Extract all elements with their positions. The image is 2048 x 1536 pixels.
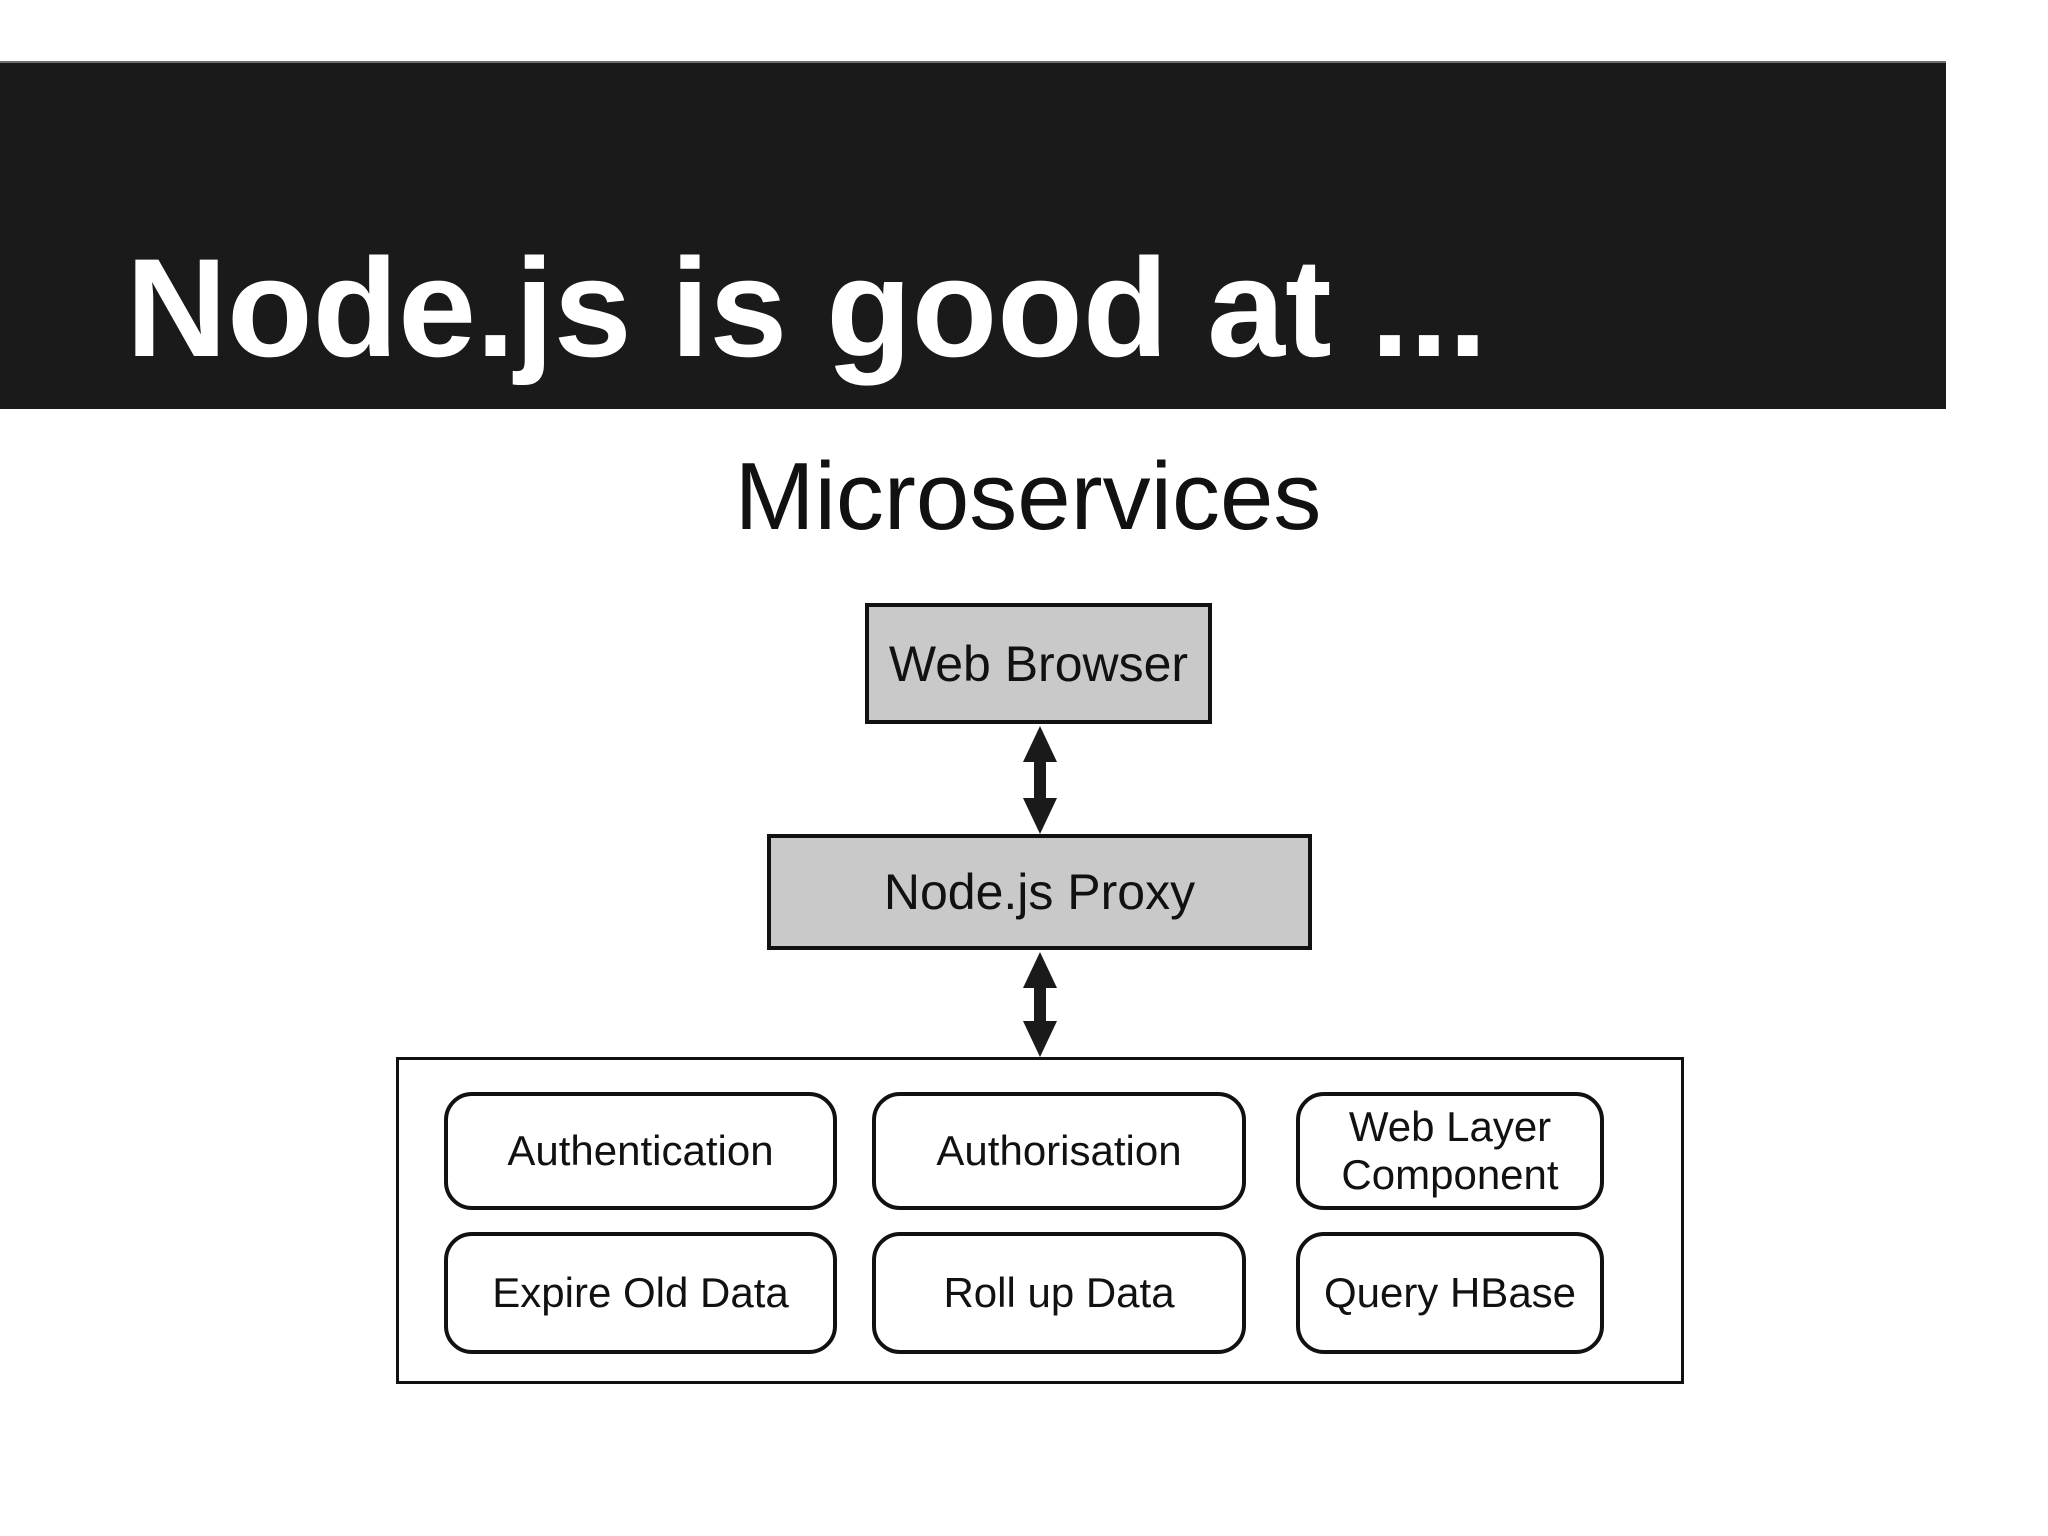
service-query-hbase: Query HBase (1296, 1232, 1604, 1354)
service-label: Expire Old Data (492, 1268, 789, 1316)
service-label: Query HBase (1323, 1268, 1577, 1316)
service-label: Roll up Data (943, 1268, 1175, 1316)
service-label: Web Layer Component (1341, 1102, 1559, 1198)
service-label: Authentication (507, 1126, 774, 1174)
service-web-layer-component: Web Layer Component (1296, 1092, 1604, 1210)
web-browser-label: Web Browser (888, 635, 1189, 692)
slide-subtitle: Microservices (734, 443, 1322, 550)
nodejs-proxy-label: Node.js Proxy (883, 864, 1196, 920)
microservices-container: Authentication Authorisation Web Layer C… (396, 1057, 1684, 1384)
slide-title-banner: Node.js is good at ... (0, 61, 1946, 409)
double-arrow-icon (1018, 726, 1062, 834)
web-browser-node: Web Browser (865, 603, 1212, 724)
service-label: Authorisation (936, 1126, 1182, 1174)
service-roll-up-data: Roll up Data (872, 1232, 1246, 1354)
nodejs-proxy-node: Node.js Proxy (767, 834, 1312, 950)
service-authentication: Authentication (444, 1092, 837, 1210)
service-authorisation: Authorisation (872, 1092, 1246, 1210)
slide-title: Node.js is good at ... (126, 229, 1488, 386)
double-arrow-icon (1018, 952, 1062, 1057)
service-expire-old-data: Expire Old Data (444, 1232, 837, 1354)
